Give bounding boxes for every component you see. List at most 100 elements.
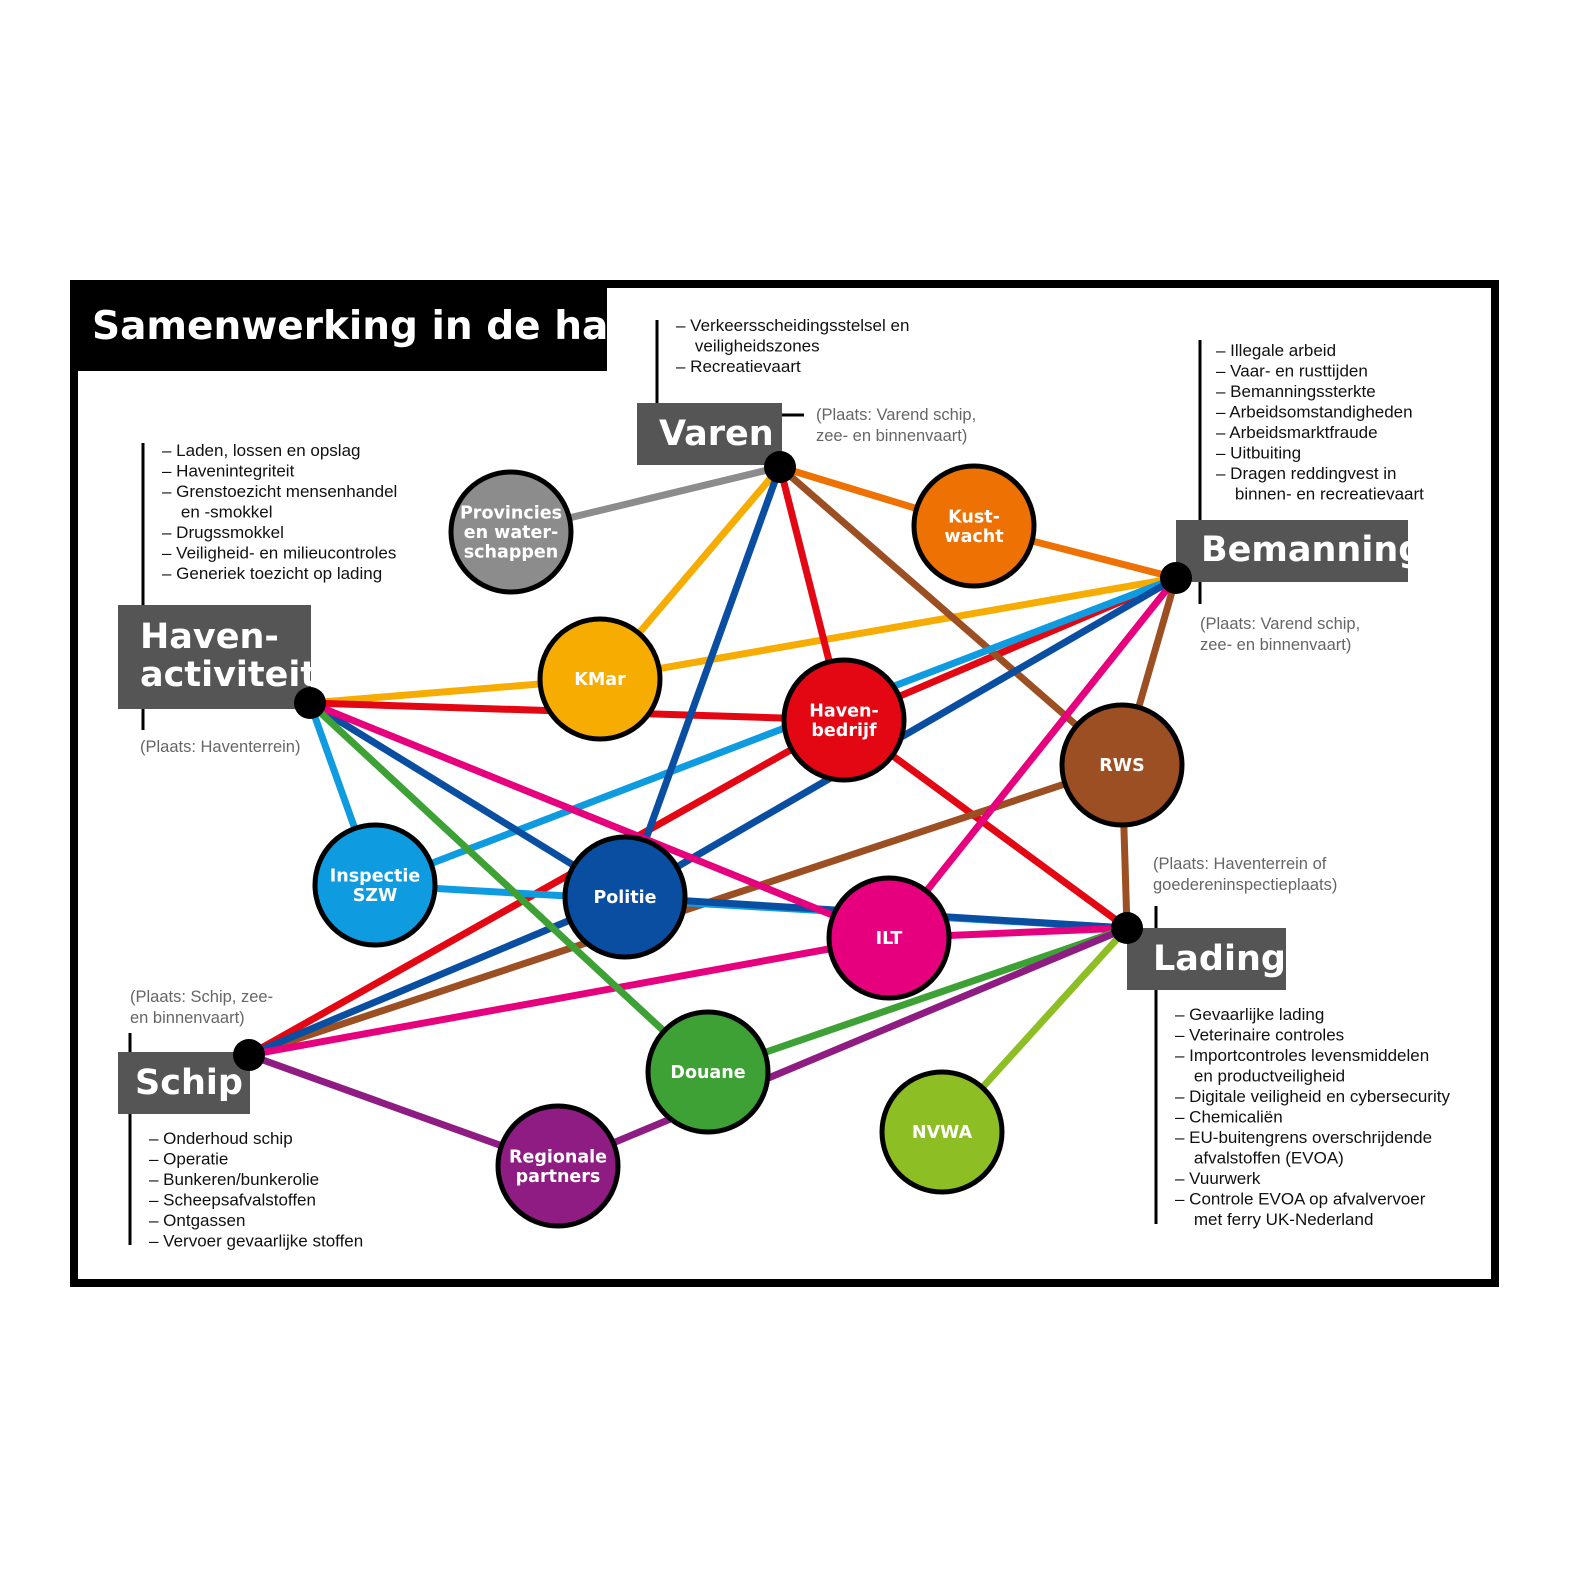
hub-lading-item: met ferry UK-Nederland bbox=[1175, 1210, 1373, 1229]
hub-varen-item: – Verkeersscheidingsstelsel en bbox=[676, 316, 909, 335]
hub-schip-item: – Scheepsafvalstoffen bbox=[149, 1191, 316, 1210]
hub-bemanning: Bemanning– Illegale arbeid– Vaar- en rus… bbox=[1176, 340, 1424, 654]
hub-havenactiviteit-item: – Havenintegriteit bbox=[162, 462, 295, 481]
hub-lading-item: – EU-buitengrens overschrijdende bbox=[1175, 1128, 1432, 1147]
agency-politie: Politie bbox=[562, 834, 688, 960]
title-block: Samenwerking in de haven bbox=[74, 284, 688, 371]
hub-dots bbox=[233, 451, 1192, 1071]
hub-schip-item: – Ontgassen bbox=[149, 1211, 245, 1230]
connection-politie-schip bbox=[247, 893, 627, 1059]
agency-kustwacht-label: wacht bbox=[944, 527, 1003, 547]
agency-provincies-label: Provincies bbox=[460, 504, 562, 524]
hub-bemanning-item: – Bemanningssterkte bbox=[1216, 382, 1376, 401]
connection-douane-havenactiviteit bbox=[307, 700, 711, 1075]
agency-kmar-circle bbox=[537, 616, 663, 742]
agency-kustwacht-circle bbox=[911, 463, 1037, 589]
agency-ilt: ILT bbox=[826, 875, 952, 1001]
hub-varen-place: (Plaats: Varend schip, bbox=[816, 406, 976, 424]
hub-havenactiviteit-dot bbox=[294, 687, 326, 719]
hub-annotations: Varen – Verkeersscheidingsstelsel en veil… bbox=[118, 316, 1450, 1251]
hub-bemanning-item: – Dragen reddingvest in bbox=[1216, 464, 1397, 483]
hub-havenactiviteit-place: (Plaats: Haventerrein) bbox=[140, 738, 300, 756]
hub-varen-box bbox=[637, 403, 782, 465]
agency-kustwacht-label: Kust- bbox=[948, 507, 1000, 527]
hub-bemanning-item: binnen- en recreatievaart bbox=[1216, 485, 1424, 504]
hub-lading-place: goedereninspectieplaats) bbox=[1153, 876, 1337, 894]
hub-varen-item: – Recreatievaart bbox=[676, 357, 801, 376]
hub-lading-item: – Vuurwerk bbox=[1175, 1169, 1261, 1188]
hub-varen-place: zee- en binnenvaart) bbox=[816, 427, 967, 445]
hub-lading-item: – Digitale veiligheid en cybersecurity bbox=[1175, 1087, 1450, 1106]
title-background bbox=[74, 284, 607, 371]
hub-bemanning-item: – Illegale arbeid bbox=[1216, 341, 1336, 360]
connection-douane-lading bbox=[706, 924, 1129, 1076]
hub-schip-item: – Vervoer gevaarlijke stoffen bbox=[149, 1232, 363, 1251]
agency-nvwa: NVWA bbox=[879, 1069, 1005, 1195]
agency-douane-circle bbox=[645, 1009, 771, 1135]
agency-kmar-label: KMar bbox=[574, 670, 626, 690]
agency-havenbedrijf: Haven-bedrijf bbox=[781, 657, 907, 783]
hub-havenactiviteit-item: – Laden, lossen en opslag bbox=[162, 441, 361, 460]
hub-bemanning-place: (Plaats: Varend schip, bbox=[1200, 615, 1360, 633]
hub-havenactiviteit-box bbox=[118, 605, 311, 709]
hub-schip: Schip– Onderhoud schip– Operatie– Bunker… bbox=[118, 988, 363, 1251]
hub-varen-dot bbox=[764, 451, 796, 483]
connection-havenbedrijf-schip bbox=[247, 716, 846, 1059]
hub-lading-place: (Plaats: Haventerrein of bbox=[1153, 855, 1327, 873]
hub-lading-item: en productveiligheid bbox=[1175, 1067, 1345, 1086]
agency-kustwacht: Kust-wacht bbox=[911, 463, 1037, 589]
hub-lading-item: – Controle EVOA op afvalvervoer bbox=[1175, 1190, 1426, 1209]
connection-politie-varen bbox=[621, 465, 784, 899]
hub-bemanning-item: – Arbeidsmarktfraude bbox=[1216, 423, 1378, 442]
agency-inspectie_szw-label: Inspectie bbox=[330, 866, 421, 886]
connection-ilt-schip bbox=[248, 934, 890, 1059]
hub-bemanning-box bbox=[1176, 520, 1408, 582]
agency-nvwa-circle bbox=[879, 1069, 1005, 1195]
agency-havenbedrijf-label: bedrijf bbox=[811, 721, 877, 741]
agency-regionale_partners-label: partners bbox=[516, 1167, 601, 1187]
hub-lading-item: afvalstoffen (EVOA) bbox=[1175, 1149, 1344, 1168]
hub-bemanning-place: zee- en binnenvaart) bbox=[1200, 636, 1351, 654]
hub-bemanning-item: – Arbeidsomstandigheden bbox=[1216, 403, 1413, 422]
hub-havenactiviteit-label: Haven- bbox=[140, 617, 279, 657]
hub-lading-item: – Gevaarlijke lading bbox=[1175, 1005, 1324, 1024]
hub-lading-item: – Veterinaire controles bbox=[1175, 1026, 1344, 1045]
agency-rws-label: RWS bbox=[1099, 756, 1144, 776]
hub-havenactiviteit-item: en -smokkel bbox=[162, 503, 273, 522]
agency-provincies-label: en water- bbox=[464, 523, 559, 543]
hub-schip-place: (Plaats: Schip, zee- bbox=[130, 988, 273, 1006]
connection-ilt-bemanning bbox=[886, 575, 1179, 941]
hub-varen-label: Varen bbox=[659, 414, 774, 454]
agency-provincies-label: schappen bbox=[464, 543, 558, 563]
hub-lading-item: – Importcontroles levensmiddelen bbox=[1175, 1046, 1429, 1065]
hub-lading: Lading – Gevaarlijke lading – Veterinaire … bbox=[1127, 855, 1450, 1229]
hub-varen-item: veiligheidszones bbox=[676, 337, 820, 356]
hub-lading-dot bbox=[1111, 912, 1143, 944]
hub-schip-item: – Bunkeren/bunkerolie bbox=[149, 1170, 319, 1189]
hub-varen: Varen – Verkeersscheidingsstelsel en veil… bbox=[637, 316, 976, 465]
hub-lading-item: – Chemicaliën bbox=[1175, 1108, 1283, 1127]
hub-havenactiviteit-label: activiteit bbox=[140, 655, 317, 695]
agency-kmar: KMar bbox=[537, 616, 663, 742]
agency-politie-label: Politie bbox=[593, 888, 656, 908]
hub-schip-box bbox=[118, 1052, 250, 1114]
hub-schip-item: – Onderhoud schip bbox=[149, 1129, 293, 1148]
hub-lading-label: Lading bbox=[1153, 939, 1286, 979]
agency-havenbedrijf-circle bbox=[781, 657, 907, 783]
agency-inspectie_szw-label: SZW bbox=[353, 886, 398, 906]
diagram-title: Samenwerking in de haven bbox=[92, 304, 688, 349]
agency-provincies-circle bbox=[448, 469, 574, 595]
agency-rws: RWS bbox=[1059, 702, 1185, 828]
diagram-frame bbox=[70, 280, 1499, 1287]
hub-bemanning-item: – Uitbuiting bbox=[1216, 444, 1301, 463]
hub-schip-dot bbox=[233, 1039, 265, 1071]
agency-douane-label: Douane bbox=[670, 1063, 745, 1083]
hub-havenactiviteit-item: – Grenstoezicht mensenhandel bbox=[162, 482, 397, 501]
connection-inspectie_szw-bemanning bbox=[373, 574, 1178, 889]
agency-regionale_partners-circle bbox=[495, 1103, 621, 1229]
connection-ilt-havenactiviteit bbox=[308, 699, 891, 942]
